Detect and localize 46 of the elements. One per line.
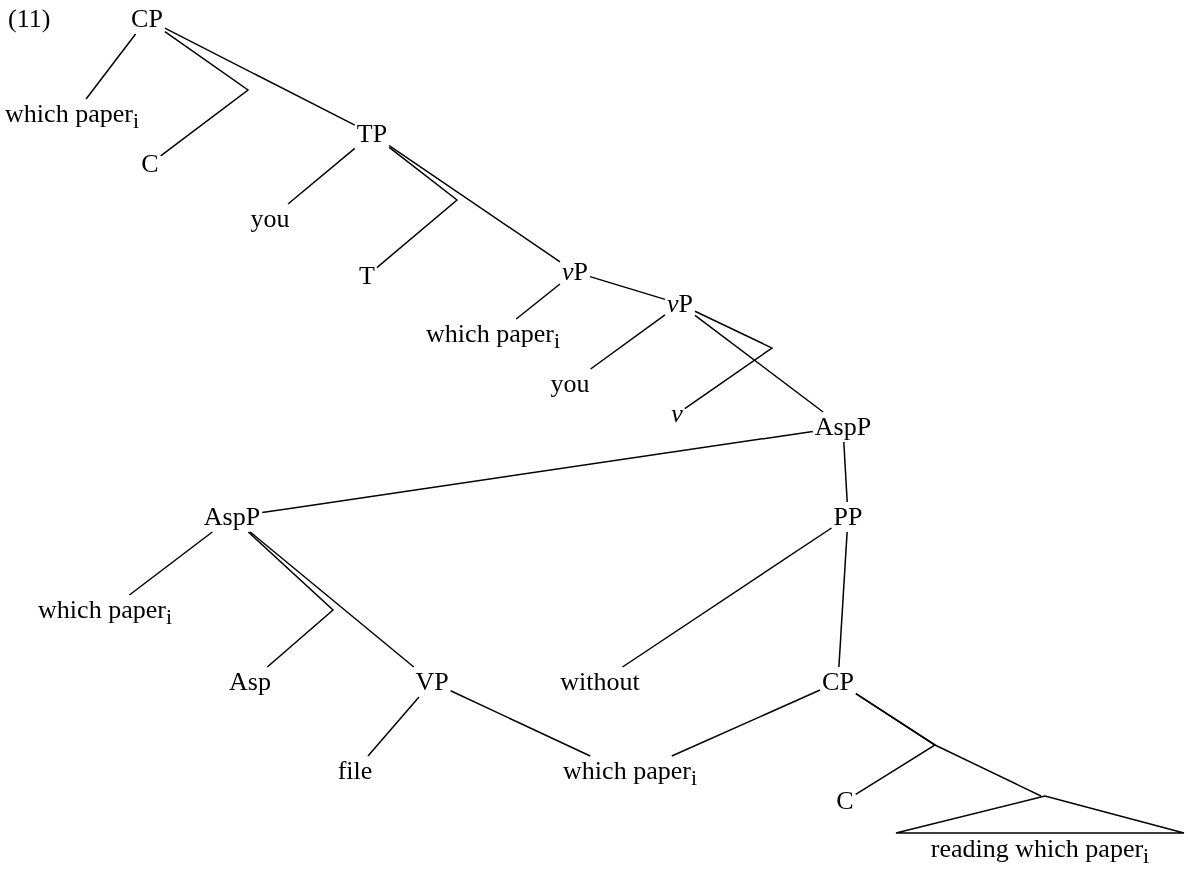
node-label: file [337, 757, 373, 785]
example-number: (11) [8, 5, 51, 33]
node-label: VP [415, 668, 449, 696]
node-label: PP [833, 503, 863, 531]
branch-line [694, 314, 824, 413]
branch-line [589, 314, 666, 370]
node-label: which paper$_{i}$ [38, 596, 172, 632]
node-label: vP [562, 258, 588, 286]
branch-line [247, 531, 335, 668]
branch-line [376, 146, 459, 269]
node-label: AspP [814, 413, 872, 441]
node-label: AspP [203, 503, 261, 531]
branch-line [85, 33, 137, 100]
branch-line [843, 441, 848, 503]
node-label: without [560, 668, 640, 696]
branch-line [671, 689, 821, 757]
node-label: which paper$_{i}$ [426, 320, 560, 356]
branch-line [367, 696, 420, 757]
node-label: T [359, 262, 375, 290]
branch-line [621, 527, 833, 668]
branch-line [449, 689, 591, 757]
node-label: CP [822, 668, 854, 696]
node-label: you [550, 370, 590, 398]
branch-line [159, 30, 250, 157]
node-label: C [836, 787, 854, 815]
node-label: vP [667, 290, 693, 318]
branch-line [838, 531, 848, 668]
branch-line [287, 147, 356, 205]
node-label: which paper$_{i}$ [563, 757, 697, 793]
node-label: CP [131, 5, 163, 33]
node-label: v [671, 400, 683, 428]
branch-line [261, 430, 814, 514]
branch-line [388, 144, 561, 263]
branch-line [589, 275, 666, 301]
branch-line [164, 27, 356, 126]
branch-line [128, 531, 214, 596]
node-label: reading which paper$_{i}$ [929, 835, 1151, 871]
node-label: Asp [229, 668, 271, 696]
branch-line [684, 310, 774, 410]
branch-line [855, 692, 1042, 797]
branch-line [249, 531, 415, 668]
node-label: TP [356, 120, 388, 148]
branch-line [515, 283, 561, 320]
node-label: C [141, 150, 159, 178]
node-label: you [250, 205, 290, 233]
node-label: which paper$_{i}$ [5, 100, 139, 136]
